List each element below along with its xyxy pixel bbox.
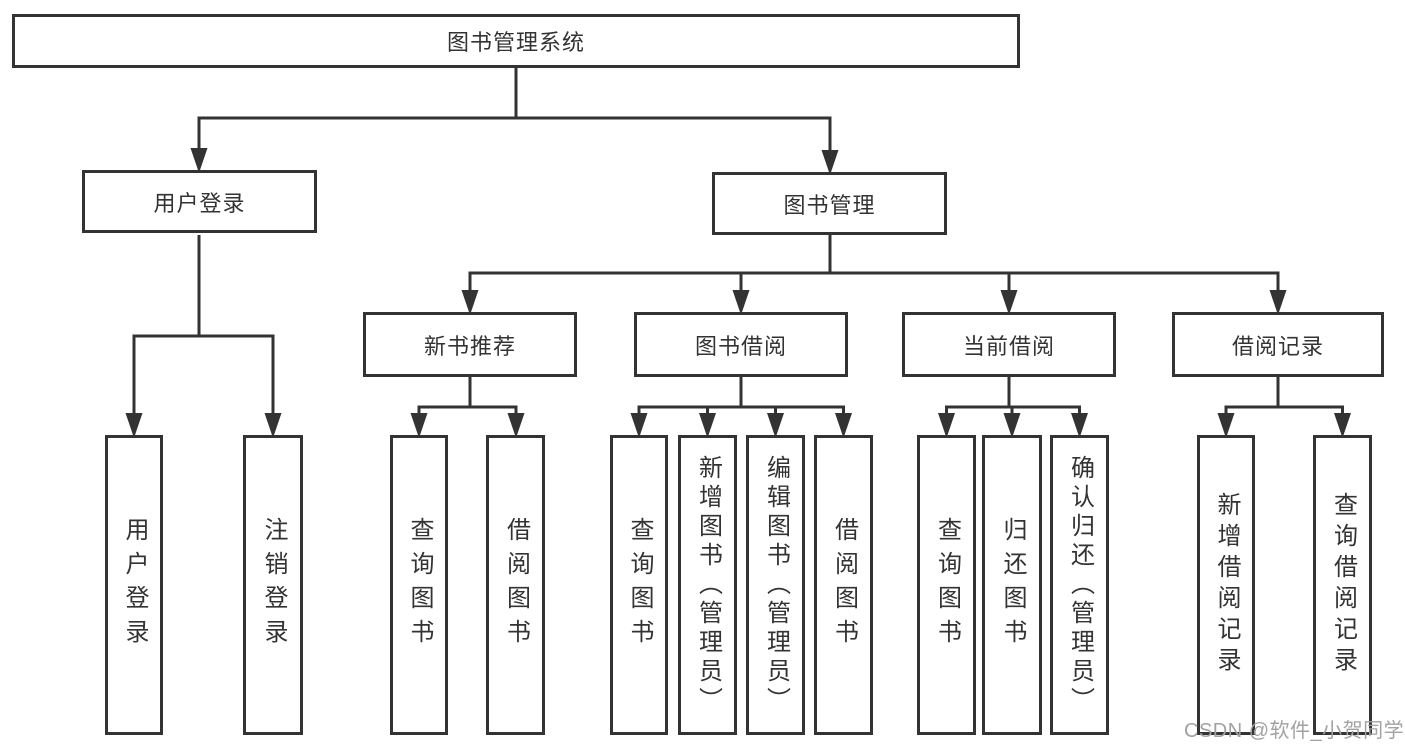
leaf-add-borrow-record-label: 新增借阅记录 — [1213, 492, 1240, 678]
leaf-logout: 注销登录 — [243, 435, 303, 735]
leaf-edit-book-admin-label: 编辑图书（管理员） — [762, 454, 790, 716]
leaf-borrow-books: 借阅图书 — [814, 435, 873, 735]
leaf-query-books-borrow-label: 查询图书 — [626, 517, 653, 653]
arrowhead-g5-0 — [1217, 413, 1235, 438]
leaf-borrow-books-recommend: 借阅图书 — [486, 435, 545, 735]
arrowhead-leaf-logout — [264, 413, 282, 438]
node-root-label: 图书管理系统 — [446, 30, 585, 55]
arrowhead-book-mgmt — [821, 150, 839, 175]
node-borrow-records: 借阅记录 — [1172, 312, 1384, 377]
arrowhead-g4-1 — [1003, 413, 1021, 438]
leaf-query-borrow-record-label: 查询借阅记录 — [1329, 492, 1357, 678]
arrowhead-g2-1 — [507, 413, 525, 438]
node-current-borrow: 当前借阅 — [902, 312, 1116, 377]
arrowhead-bookborrow — [732, 290, 750, 315]
node-user-login-label: 用户登录 — [153, 190, 246, 216]
leaf-add-borrow-record: 新增借阅记录 — [1197, 435, 1255, 735]
arrowhead-g3-3 — [835, 413, 852, 438]
watermark-text: CSDN @软件_小贺同学 — [1184, 720, 1405, 742]
arrowhead-g3-0 — [630, 413, 648, 438]
node-book-management: 图书管理 — [712, 172, 947, 235]
arrowhead-g4-2 — [1071, 413, 1088, 438]
leaf-query-books-current: 查询图书 — [917, 435, 976, 735]
leaf-query-borrow-record: 查询借阅记录 — [1313, 435, 1372, 735]
leaf-add-book-admin-label: 新增图书（管理员） — [694, 454, 722, 716]
leaf-return-book: 归还图书 — [982, 435, 1042, 735]
node-book-management-label: 图书管理 — [783, 192, 876, 218]
leaf-add-book-admin: 新增图书（管理员） — [678, 435, 737, 735]
node-new-book-recommend: 新书推荐 — [363, 312, 577, 377]
leaf-borrow-books-label: 借阅图书 — [830, 517, 858, 653]
arrowhead-currentborrow — [1000, 290, 1018, 315]
arrowhead-leaf-login — [125, 413, 143, 438]
leaf-query-books-recommend-label: 查询图书 — [406, 517, 433, 653]
leaf-query-books-recommend: 查询图书 — [390, 435, 448, 735]
node-root-system: 图书管理系统 — [12, 14, 1020, 68]
leaf-confirm-return-admin-label: 确认归还（管理员） — [1066, 454, 1094, 716]
arrowhead-g4-0 — [938, 413, 955, 438]
leaf-return-book-label: 归还图书 — [999, 517, 1026, 653]
leaf-query-books-current-label: 查询图书 — [933, 517, 961, 653]
arrowhead-g3-1 — [699, 413, 716, 438]
leaf-confirm-return-admin: 确认归还（管理员） — [1050, 435, 1109, 735]
leaf-edit-book-admin: 编辑图书（管理员） — [746, 435, 805, 735]
node-book-borrow-label: 图书借阅 — [694, 333, 787, 359]
node-book-borrow: 图书借阅 — [634, 312, 848, 377]
node-current-borrow-label: 当前借阅 — [962, 333, 1055, 359]
arrowhead-g5-1 — [1334, 413, 1351, 438]
leaf-user-login: 用户登录 — [105, 435, 163, 735]
node-borrow-records-label: 借阅记录 — [1231, 333, 1324, 359]
arrowhead-g3-2 — [767, 413, 784, 438]
node-new-book-recommend-label: 新书推荐 — [423, 333, 516, 359]
leaf-borrow-books-recommend-label: 借阅图书 — [502, 517, 530, 653]
arrowhead-borrowrecords — [1269, 290, 1287, 315]
arrowhead-g2-0 — [410, 413, 428, 438]
node-user-login: 用户登录 — [82, 170, 317, 233]
arrowhead-user-login — [190, 148, 208, 173]
leaf-user-login-label: 用户登录 — [121, 517, 148, 653]
leaf-query-books-borrow: 查询图书 — [610, 435, 668, 735]
leaf-logout-label: 注销登录 — [260, 517, 287, 653]
arrowhead-newbook — [461, 290, 479, 315]
